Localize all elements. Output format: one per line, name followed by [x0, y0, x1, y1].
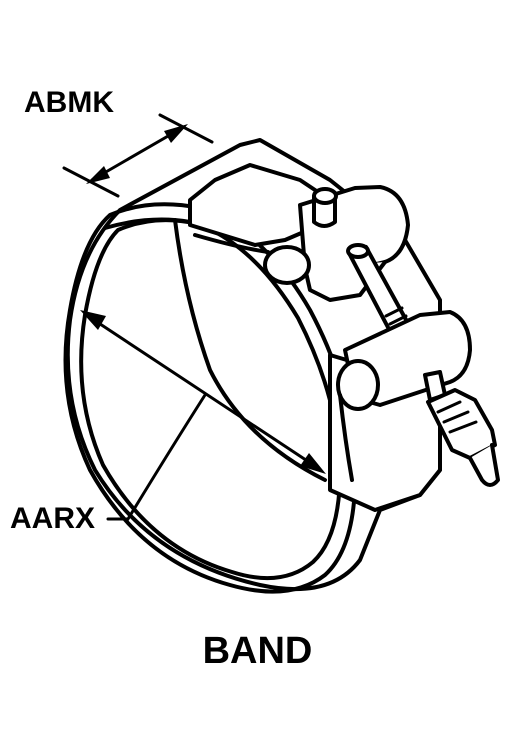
band-loop-inner — [79, 218, 343, 581]
aarx-leader-line — [106, 393, 207, 521]
eye-loop-upper — [263, 245, 311, 285]
abmk-arrowhead-left — [86, 166, 110, 184]
abmk-dimension-line — [90, 126, 184, 182]
eye-loop-lower — [336, 359, 380, 411]
band-inner-wall — [173, 218, 327, 482]
aarx-label: AARX — [10, 502, 96, 535]
pin-upper-small-top — [312, 187, 338, 205]
aarx-arrowhead-right — [300, 453, 326, 474]
aarx-arrowhead-left — [80, 310, 106, 330]
abmk-label: ABMK — [24, 86, 114, 119]
bolt-hex-nut — [426, 388, 497, 460]
threaded-rod-end — [346, 243, 370, 259]
figure-caption: BAND — [202, 630, 313, 672]
eye-loop-upper-strap — [193, 233, 270, 254]
bolt-tip — [468, 443, 500, 487]
abmk-extension-right — [158, 113, 214, 144]
aarx-dimension-line — [86, 314, 320, 470]
eye-loop-lower-strap — [338, 393, 354, 482]
abmk-arrowhead-right — [164, 124, 188, 143]
bolt-threads — [436, 400, 478, 434]
